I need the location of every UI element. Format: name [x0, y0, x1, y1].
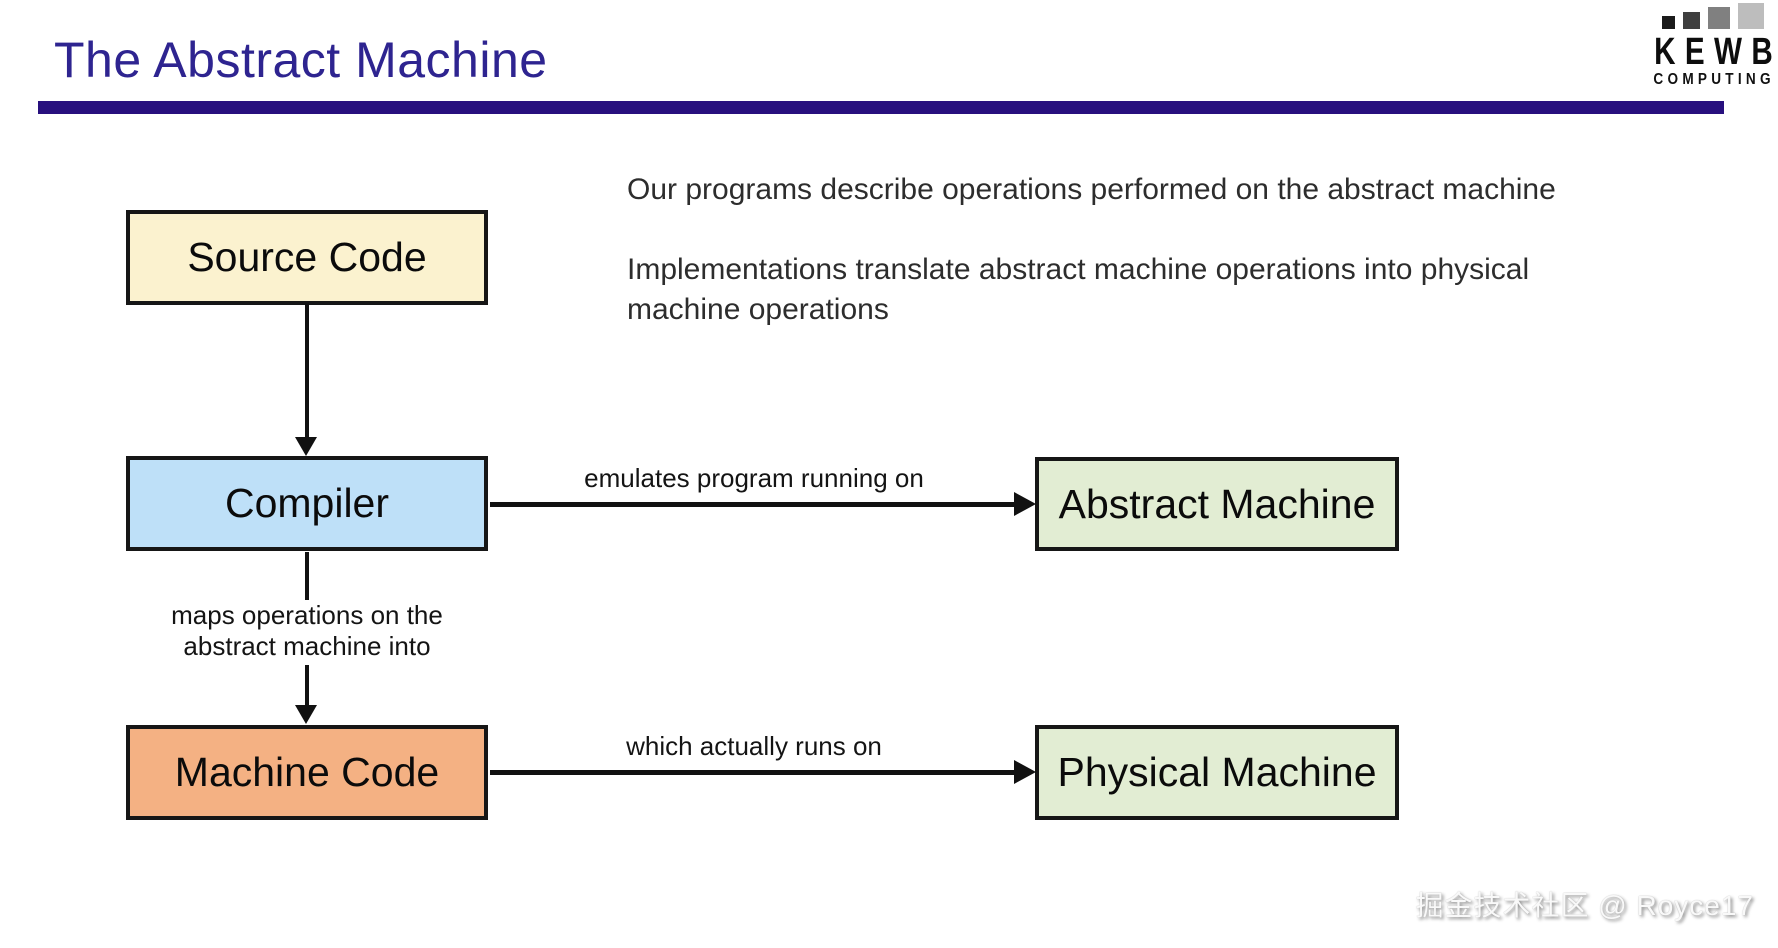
note-line: machine operations: [627, 293, 889, 326]
arrowhead-down-icon: [295, 437, 317, 456]
arrowhead-down-icon: [295, 705, 317, 724]
page-title: The Abstract Machine: [54, 32, 548, 88]
arrowhead-right-icon: [1014, 492, 1036, 516]
arrow-line-compiler-to-machine-upper: [305, 552, 309, 600]
node-label: Source Code: [187, 234, 427, 280]
arrow-line-machine-to-physical: [490, 770, 1016, 775]
node-label: Machine Code: [174, 749, 440, 795]
node-label: Abstract Machine: [1058, 480, 1376, 527]
logo-square-icon: [1683, 12, 1700, 29]
arrow-line-source-to-compiler: [305, 303, 309, 438]
kewb-logo-subtitle: COMPUTING: [1653, 71, 1775, 88]
edge-label-line: maps operations on the: [171, 600, 443, 630]
kewb-logo-squares: [1662, 3, 1766, 29]
logo-square-icon: [1708, 7, 1730, 29]
logo-square-icon: [1738, 3, 1764, 29]
node-label: Physical Machine: [1057, 749, 1377, 795]
edge-label-emulates: emulates program running on: [584, 463, 924, 493]
node-compiler: Compiler: [126, 456, 488, 551]
edge-label-line: abstract machine into: [183, 631, 431, 661]
node-machine-code: Machine Code: [126, 725, 488, 820]
logo-square-icon: [1662, 16, 1675, 29]
notes-text-block: Our programs describe operations perform…: [627, 170, 1637, 330]
node-source-code: Source Code: [126, 210, 488, 305]
watermark: 掘金技术社区 @ Royce17: [1415, 890, 1754, 921]
arrowhead-right-icon: [1014, 760, 1036, 784]
kewb-logo-wordmark: KEWB: [1653, 31, 1778, 73]
arrow-line-compiler-to-abstract: [490, 502, 1016, 507]
note-line: Implementations translate abstract machi…: [627, 253, 1530, 286]
note-line: Our programs describe operations perform…: [627, 173, 1556, 206]
node-label: Compiler: [224, 480, 390, 526]
node-abstract-machine: Abstract Machine: [1035, 457, 1399, 551]
edge-label-which-runs-on: which actually runs on: [626, 731, 882, 761]
edge-label-maps: maps operations on the abstract machine …: [138, 600, 476, 662]
node-physical-machine: Physical Machine: [1035, 725, 1399, 820]
title-underline-rule: [38, 101, 1724, 114]
arrow-line-compiler-to-machine-lower: [305, 665, 309, 707]
